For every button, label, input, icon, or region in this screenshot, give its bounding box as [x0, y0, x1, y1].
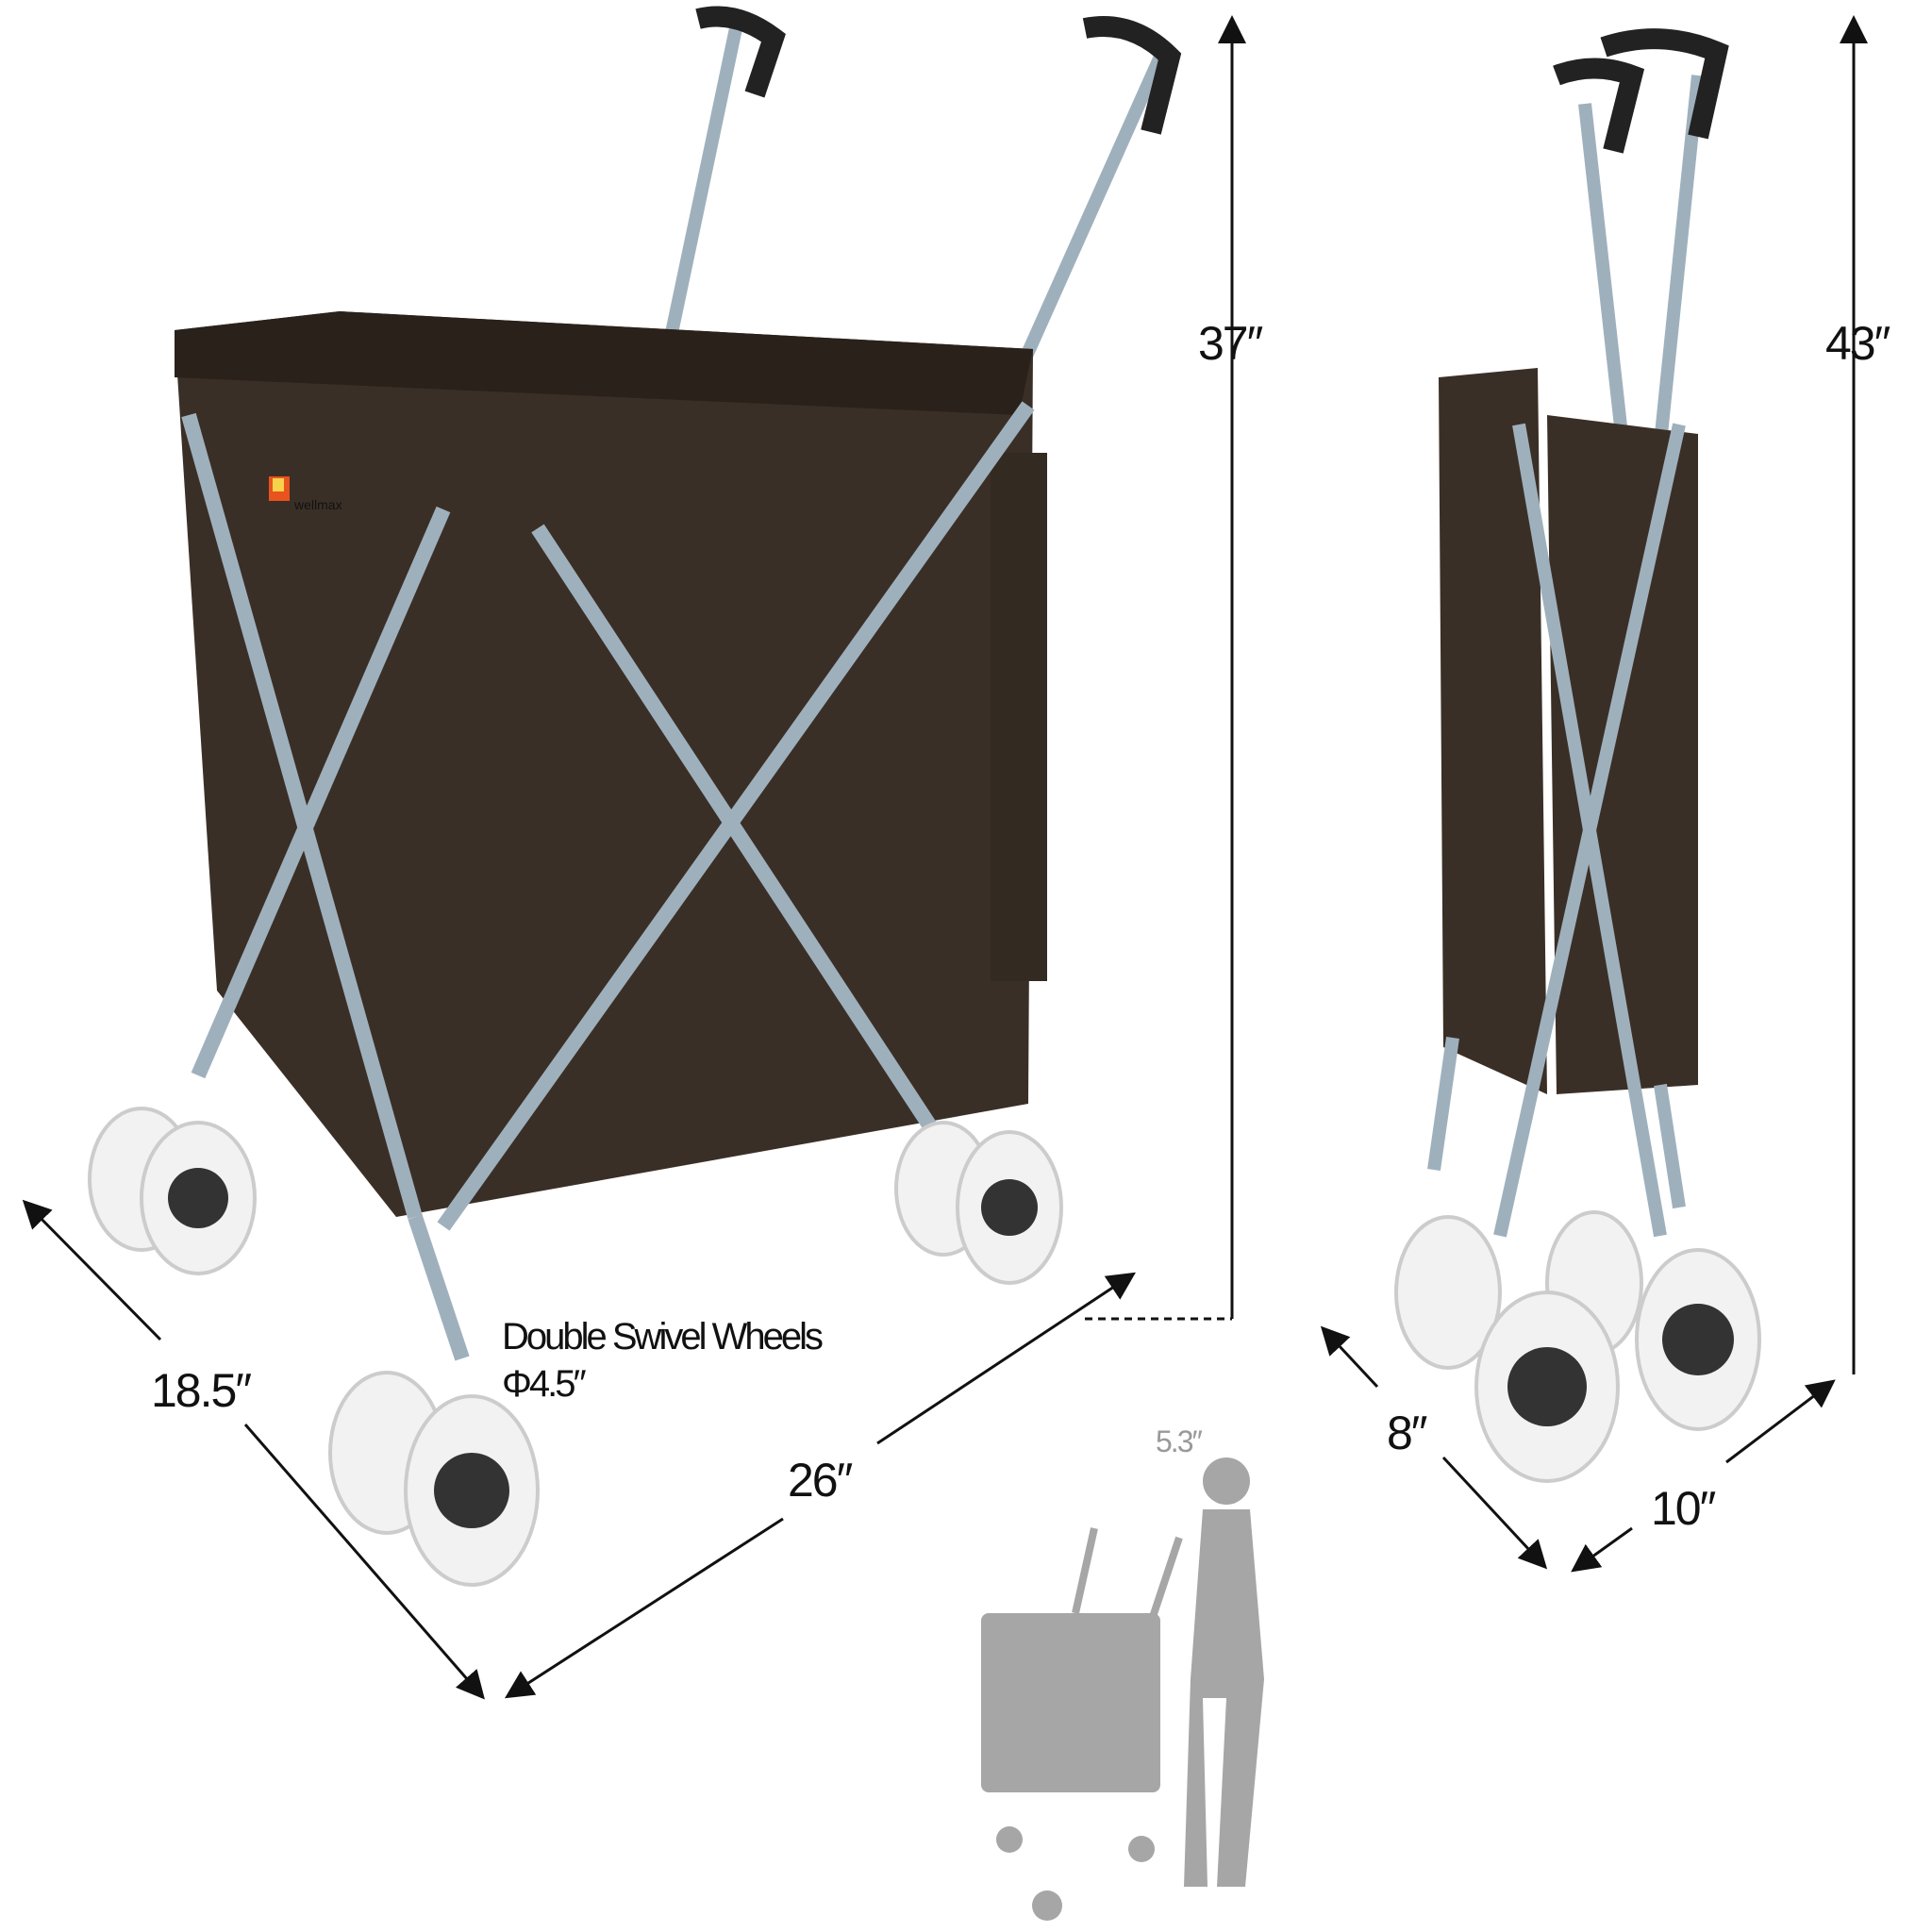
folded-width-label: 10″: [1651, 1482, 1716, 1535]
person-height-label: 5.3″: [1156, 1424, 1203, 1458]
folded-height-label: 43″: [1825, 317, 1890, 370]
wheels-label: Double Swivel Wheels: [502, 1316, 824, 1357]
dimension-lines: [22, 15, 1868, 1700]
svg-text:wellmax: wellmax: [293, 497, 342, 512]
size-comparison-silhouette: [981, 1457, 1264, 1921]
open-height-label: 37″: [1198, 317, 1263, 370]
open-cart-image: wellmax: [88, 6, 1182, 1587]
brand-logo: wellmax: [269, 476, 342, 512]
wheel-diameter-label: Φ4.5″: [502, 1363, 587, 1405]
width-label: 26″: [788, 1454, 853, 1507]
depth-label: 18.5″: [151, 1364, 252, 1417]
folded-cart-image: [1394, 28, 1761, 1483]
folded-depth-label: 8″: [1387, 1407, 1427, 1459]
